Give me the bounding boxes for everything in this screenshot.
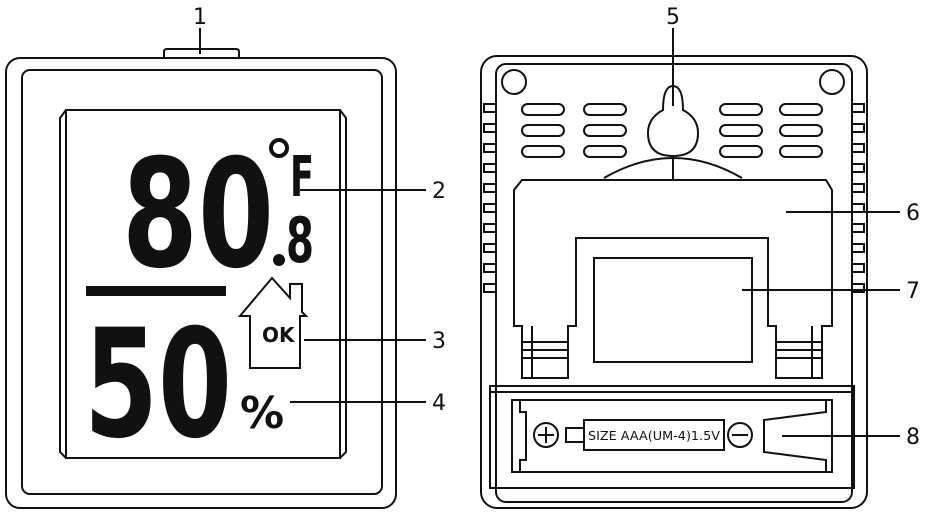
vent-slots-right bbox=[719, 103, 823, 158]
lcd-separator-bar bbox=[86, 286, 226, 296]
temperature-value: 80 bbox=[122, 128, 274, 302]
house-icon bbox=[237, 276, 309, 369]
front-view bbox=[5, 48, 397, 509]
callout-3: 3 bbox=[432, 329, 446, 354]
vent-slots-left bbox=[521, 103, 627, 158]
front-inner-bezel bbox=[21, 69, 383, 495]
callout-lines bbox=[199, 28, 900, 437]
back-view bbox=[480, 55, 868, 509]
battery-nub bbox=[565, 427, 585, 443]
comfort-label: OK bbox=[262, 323, 296, 347]
decimal-point bbox=[273, 254, 285, 266]
hinge-right bbox=[776, 326, 822, 378]
callout-1: 1 bbox=[193, 5, 207, 30]
kickstand bbox=[513, 179, 833, 379]
degree-symbol bbox=[269, 138, 289, 158]
temperature-display: 80 F 8 bbox=[122, 128, 314, 302]
polarity-symbols bbox=[533, 422, 753, 448]
callout-8: 8 bbox=[906, 425, 920, 450]
callout-5: 5 bbox=[666, 5, 680, 30]
humidity-value: 50 bbox=[84, 298, 232, 472]
lcd-screen-inner bbox=[59, 109, 347, 459]
temperature-decimal: 8 bbox=[286, 204, 314, 277]
corner-hole-right bbox=[819, 69, 845, 95]
corner-hole-left bbox=[501, 69, 527, 95]
hinge-left bbox=[522, 326, 568, 378]
left-side-ribs bbox=[483, 103, 497, 293]
temperature-unit: F bbox=[290, 145, 314, 210]
comfort-indicator: OK bbox=[237, 276, 309, 369]
callout-4: 4 bbox=[432, 391, 446, 416]
callout-7: 7 bbox=[906, 279, 920, 304]
right-spring-terminal bbox=[763, 400, 827, 472]
top-button bbox=[163, 48, 240, 58]
plus-circle bbox=[533, 422, 559, 448]
callout-2: 2 bbox=[432, 179, 446, 204]
humidity-display: 50 % bbox=[84, 298, 284, 472]
callout-6: 6 bbox=[906, 201, 920, 226]
label-area bbox=[593, 257, 753, 363]
front-outer-casing bbox=[5, 57, 397, 509]
humidity-unit: % bbox=[240, 388, 284, 439]
minus-circle bbox=[727, 422, 753, 448]
right-side-ribs bbox=[851, 103, 865, 293]
battery-label: SIZE AAA(UM-4)1.5V bbox=[588, 429, 721, 443]
left-terminal bbox=[519, 400, 527, 472]
callout-numbers: 1 2 3 4 5 6 7 8 bbox=[193, 5, 920, 450]
